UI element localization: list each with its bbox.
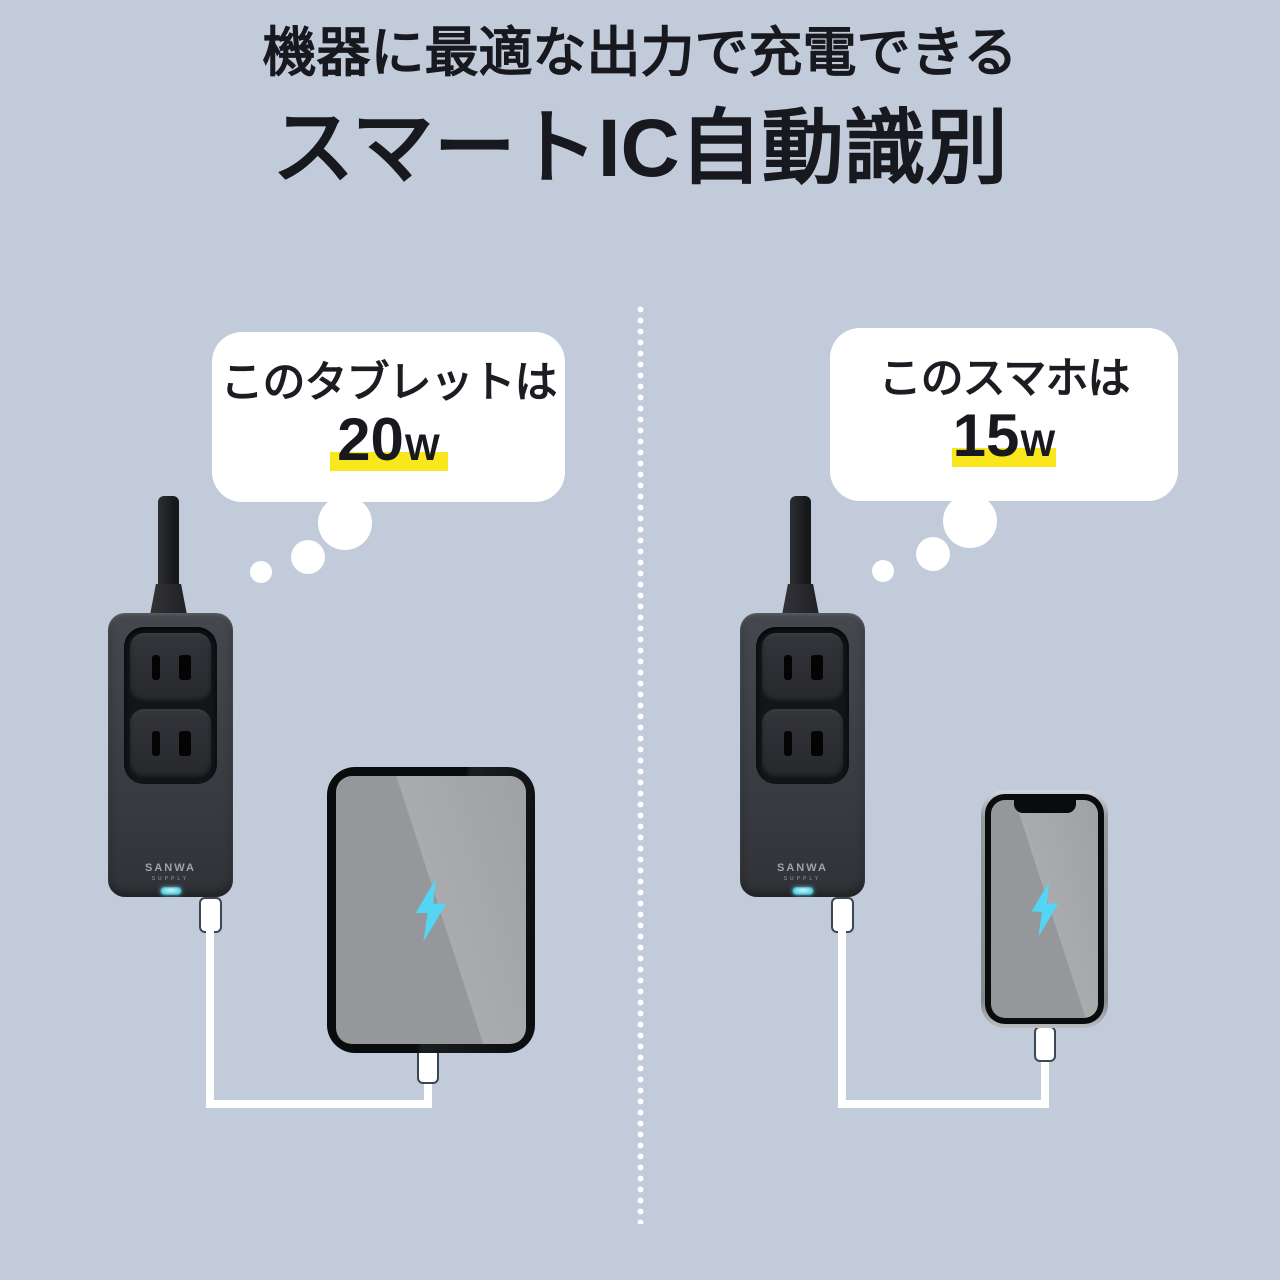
phone-notch <box>1013 800 1076 813</box>
power-cord <box>158 496 179 594</box>
brand-sub: SUPPLY <box>783 876 822 882</box>
thought-dot-large <box>943 494 997 548</box>
usb-cable-segment <box>1041 1058 1049 1106</box>
page-title: スマートIC自動識別 <box>272 103 1008 194</box>
brand-name: SANWA <box>145 862 196 874</box>
power-strip: SANWA SUPPLY <box>740 613 865 897</box>
cord-strain-relief <box>782 584 819 615</box>
bubble-text: このタブレットは <box>220 359 558 407</box>
tablet <box>327 767 535 1053</box>
ac-outlet <box>762 633 843 702</box>
outlet-slot-left <box>152 655 160 680</box>
usb-cable-segment <box>838 928 846 1106</box>
thought-dot-large <box>318 496 372 550</box>
ac-outlet <box>130 709 211 778</box>
thought-dot-small <box>250 561 272 583</box>
outlet-slot-right <box>811 731 823 756</box>
cord-strain-relief <box>150 584 187 615</box>
thought-bubble-tablet: このタブレットは 20 W <box>212 332 565 502</box>
smartphone <box>981 790 1108 1028</box>
outlet-slot-left <box>784 731 792 756</box>
brand-name: SANWA <box>777 862 828 874</box>
title-subtitle: 機器に最適な出力で充電できる <box>262 23 1018 83</box>
power-led-indicator <box>160 887 181 895</box>
outlet-panel <box>124 627 217 784</box>
phone-screen <box>991 800 1098 1018</box>
wattage-group: 20 W <box>329 406 448 474</box>
thought-dot-medium <box>291 540 325 574</box>
brand-logo: SANWA SUPPLY <box>108 859 233 882</box>
ac-outlet <box>762 709 843 778</box>
wattage-highlight <box>952 448 1056 468</box>
power-strip: SANWA SUPPLY <box>108 613 233 897</box>
thought-dot-medium <box>916 537 950 571</box>
outlet-slot-right <box>179 655 191 680</box>
wattage-unit: W <box>1020 423 1056 465</box>
charging-bolt-icon <box>1031 881 1058 937</box>
usb-cable-segment <box>838 1100 1049 1108</box>
thought-dot-small <box>872 560 894 582</box>
usb-cable-segment <box>206 1100 432 1108</box>
outlet-slot-left <box>784 655 792 680</box>
usb-cable-segment <box>424 1080 432 1108</box>
usb-cable-segment <box>206 928 214 1106</box>
wattage-value: 20 <box>337 406 404 474</box>
outlet-slot-right <box>179 731 191 756</box>
tablet-screen <box>336 776 526 1044</box>
wattage-value: 15 <box>952 402 1020 470</box>
wattage-unit: W <box>404 427 440 469</box>
outlet-panel <box>756 627 849 784</box>
wattage-group: 15 W <box>952 402 1056 470</box>
power-cord <box>790 496 811 594</box>
divider-dotted-line <box>637 304 644 1224</box>
power-led-indicator <box>792 887 813 895</box>
brand-logo: SANWA SUPPLY <box>740 859 865 882</box>
wattage-highlight <box>329 452 448 472</box>
brand-sub: SUPPLY <box>151 876 190 882</box>
outlet-slot-left <box>152 731 160 756</box>
charging-bolt-icon <box>415 878 447 942</box>
ac-outlet <box>130 633 211 702</box>
thought-bubble-phone: このスマホは 15 W <box>830 328 1178 501</box>
usb-c-plug <box>1034 1026 1056 1062</box>
bubble-text: このスマホは <box>878 355 1131 403</box>
phone-bezel <box>985 794 1104 1024</box>
outlet-slot-right <box>811 655 823 680</box>
